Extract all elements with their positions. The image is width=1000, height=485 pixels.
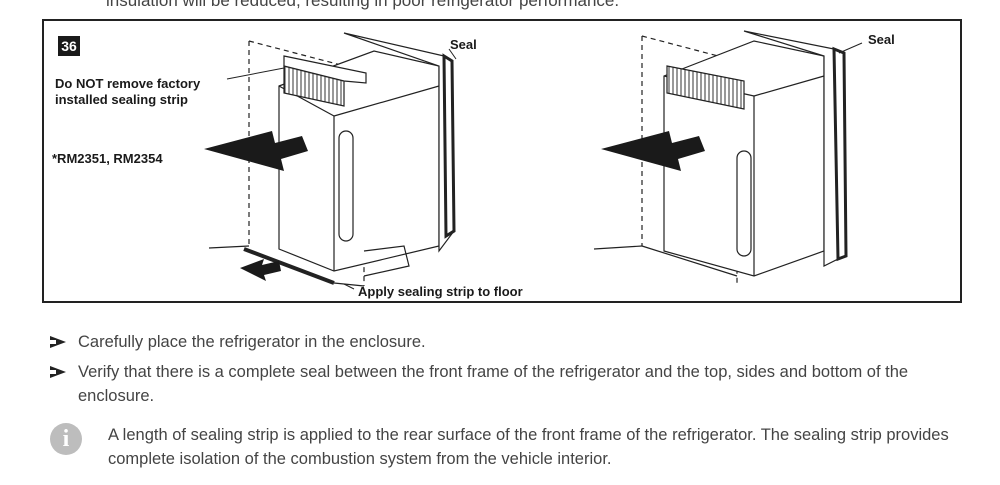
seal-label-right: Seal (868, 32, 895, 47)
list-item: Verify that there is a complete seal bet… (50, 360, 970, 408)
list-item: Carefully place the refrigerator in the … (50, 330, 970, 354)
arrow-bullet-icon (50, 366, 66, 378)
instruction-list: Carefully place the refrigerator in the … (50, 330, 970, 414)
move-arrow-right (601, 131, 705, 171)
intro-text-cut: insulation will be reduced, resulting in… (106, 0, 620, 10)
info-text: A length of sealing strip is applied to … (108, 426, 949, 468)
figure-number: 36 (58, 36, 80, 56)
bullet-text: Verify that there is a complete seal bet… (78, 363, 909, 405)
figure-36: 36 Seal Do NOT remove factory installed … (42, 19, 962, 303)
left-refrigerator-drawing (208, 32, 456, 287)
right-refrigerator-drawing (593, 30, 848, 286)
apply-strip-label: Apply sealing strip to floor (358, 284, 523, 299)
seal-label-left: Seal (450, 37, 477, 52)
arrow-bullet-icon (50, 336, 66, 348)
info-icon: i (50, 423, 82, 455)
model-numbers-label: *RM2351, RM2354 (52, 151, 163, 166)
figure-illustration (204, 30, 863, 290)
do-not-remove-label: Do NOT remove factory installed sealing … (55, 76, 201, 107)
bullet-text: Carefully place the refrigerator in the … (78, 333, 426, 351)
move-arrow-left (204, 131, 308, 171)
apply-arrow (240, 259, 281, 281)
